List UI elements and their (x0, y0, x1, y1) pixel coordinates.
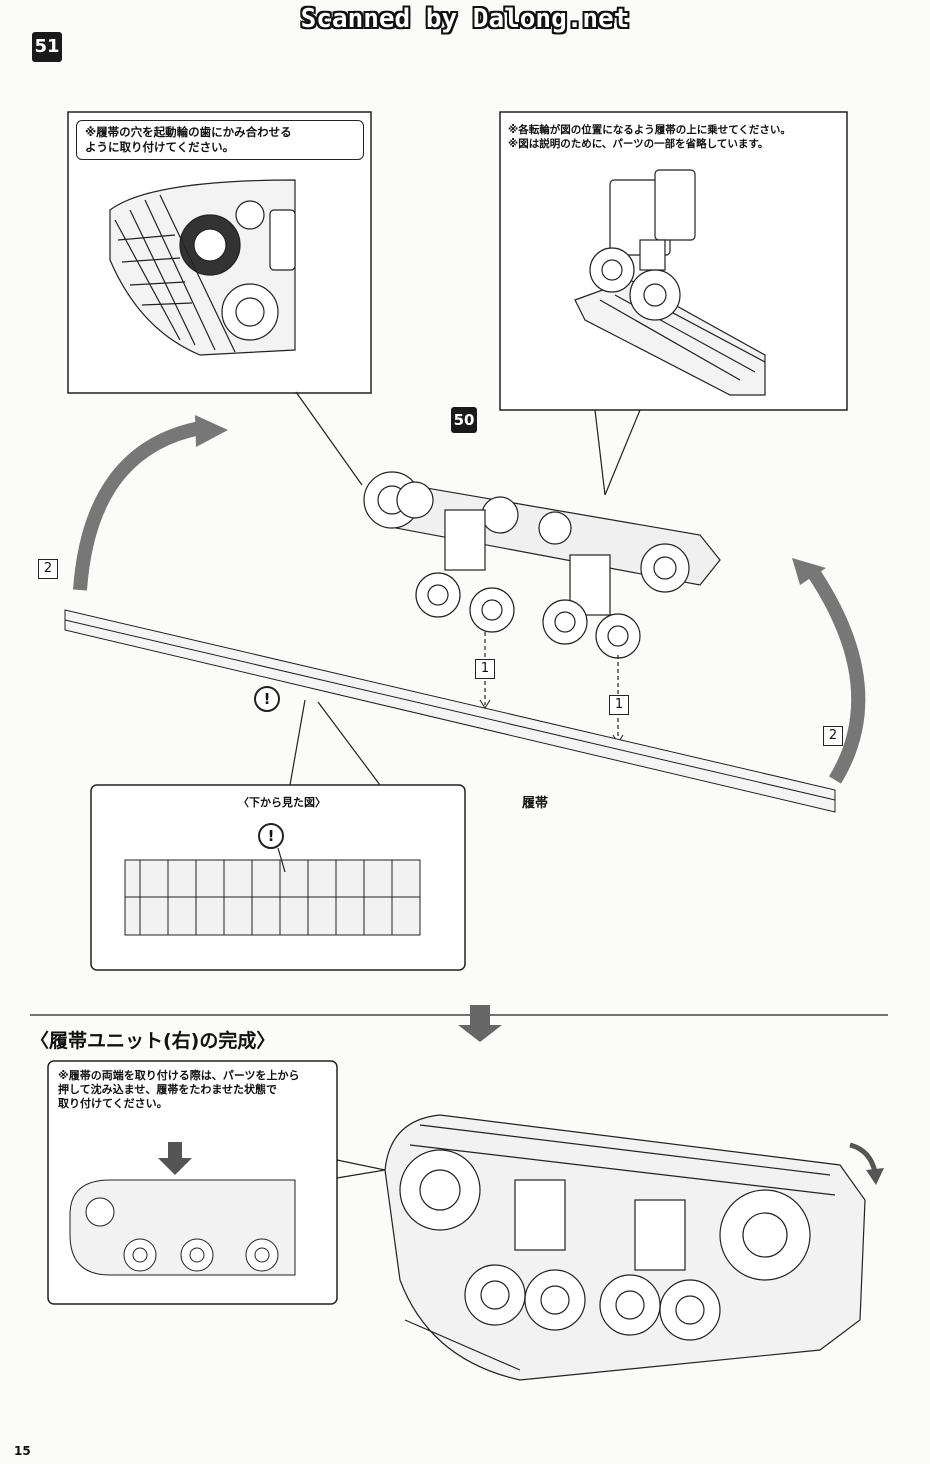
curve-arrow-left (73, 421, 202, 591)
marker-two-right: 2 (823, 726, 843, 746)
step-number-badge: 51 (32, 32, 62, 62)
roadwheel-note: ※各転輪が図の位置になるよう履帯の上に乗せてください。 ※図は説明のために、パー… (508, 124, 791, 150)
small-track-drawing (69, 1179, 296, 1276)
suspension-assembly-drawing (363, 471, 721, 659)
caution-icon: ! (258, 823, 284, 849)
caution-icon: ! (254, 686, 280, 712)
completion-note: ※履帯の両端を取り付ける際は、パーツを上から 押して沈み込ませ、履帯をたわませた… (58, 1069, 300, 1110)
down-arrow (458, 1005, 502, 1042)
roadwheel-closeup-drawing (574, 169, 766, 396)
track-label: 履帯 (522, 796, 549, 811)
bottom-view-label: 〈下から見た図〉 (238, 796, 326, 809)
curve-arrow-right (809, 571, 866, 784)
sprocket-note: ※履帯の穴を起動輪の歯にかみ合わせる ように取り付けてください。 (76, 120, 364, 160)
scan-watermark: Scanned by Dalong.net (300, 4, 630, 34)
completed-track-unit-drawing (384, 1114, 866, 1381)
marker-two-left: 2 (38, 559, 58, 579)
press-arrow (158, 1142, 192, 1175)
page-number: 15 (14, 1444, 31, 1458)
completion-title: 〈履帯ユニット(右)の完成〉 (30, 1030, 276, 1052)
marker-one-right: 1 (609, 695, 629, 715)
small-curve-arrow (849, 1142, 878, 1173)
sprocket-closeup-drawing (109, 179, 296, 356)
ref-step-badge: 50 (451, 407, 477, 433)
track-bottom-view-drawing (124, 859, 421, 936)
track-strip-drawing (64, 609, 836, 813)
marker-one-left: 1 (475, 659, 495, 679)
